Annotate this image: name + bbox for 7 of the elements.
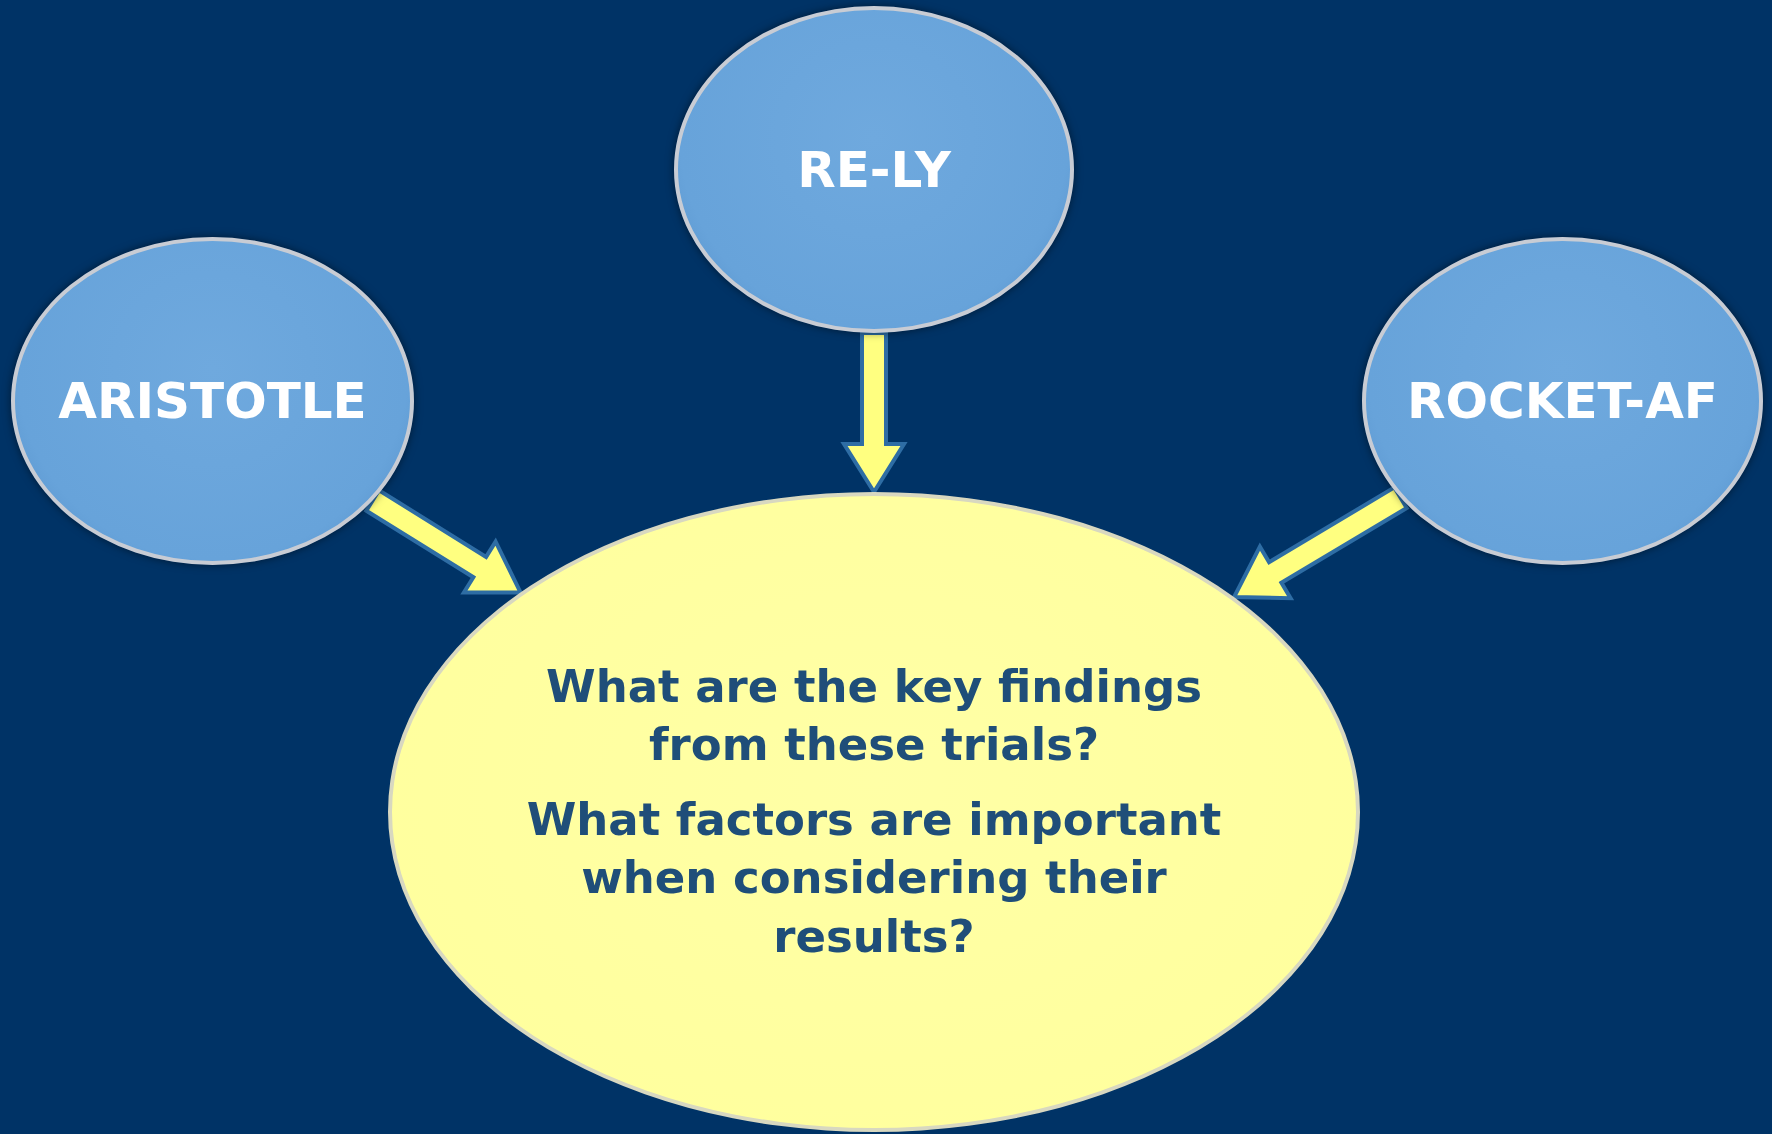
question-text: What factors are important when considering their results? — [525, 791, 1223, 965]
block-arrow — [1230, 484, 1410, 601]
trial-name: ROCKET-AF — [1407, 372, 1718, 430]
question-text: What are the key findings from these trials? — [545, 658, 1203, 774]
trial-name: ARISTOTLE — [58, 372, 367, 430]
trial-name: RE-LY — [797, 140, 951, 199]
block-arrow — [363, 487, 524, 595]
